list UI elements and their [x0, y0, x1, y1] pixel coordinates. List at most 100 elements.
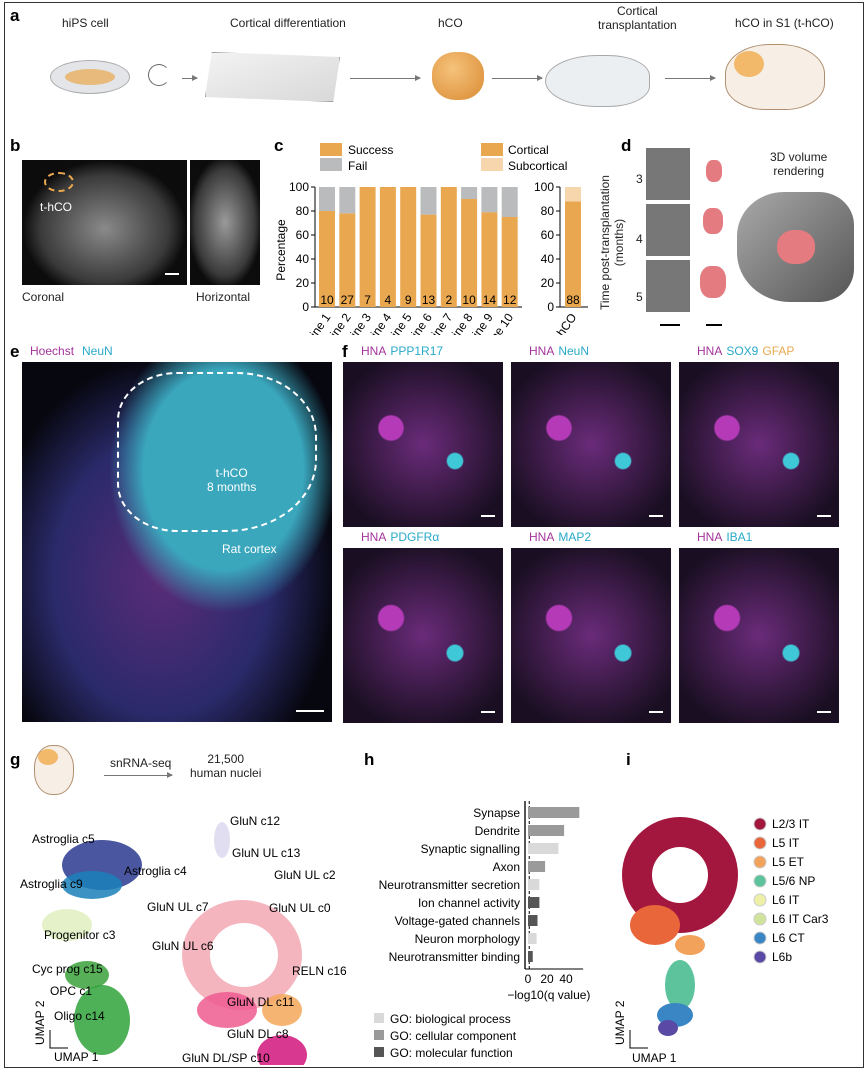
bar-fail [501, 187, 518, 217]
culture-dish-icon [50, 60, 130, 94]
umap-cluster [42, 909, 92, 941]
n-label: 12 [503, 293, 517, 307]
scale-bar [660, 324, 680, 326]
bar-success [481, 212, 498, 307]
mri-coronal-image: t-hCO [22, 160, 187, 285]
cluster-label: GluN UL c13 [232, 846, 301, 860]
n-label: 10 [320, 293, 334, 307]
bar [528, 915, 538, 926]
legend-dot [753, 912, 767, 926]
scale-bar [817, 515, 831, 517]
n-label: 88 [566, 293, 580, 307]
legend-swatch [374, 1030, 384, 1040]
scale-bar [817, 711, 831, 713]
legend-label: GO: cellular component [390, 1029, 517, 1043]
n-label: 7 [364, 293, 371, 307]
stain-hoechst: Hoechst [30, 344, 75, 358]
legend-label: Cortical [508, 143, 549, 157]
bar [528, 861, 546, 872]
bar-success [400, 187, 417, 307]
bar-fail [319, 187, 335, 211]
microscopy-image [679, 362, 839, 527]
bar-fail [339, 187, 356, 214]
legend-dot [753, 817, 767, 831]
legend-label: L5 ET [772, 855, 805, 869]
legend-dot [753, 836, 767, 850]
arrow [665, 75, 716, 81]
cluster-label: Progenitor c3 [44, 928, 116, 942]
panel-label-d: d [621, 136, 632, 155]
legend-dot [753, 874, 767, 888]
y-tick-label: 20 [296, 276, 310, 290]
stain-c: GFAP [762, 344, 795, 358]
bar-fail [461, 187, 478, 199]
step-hips: hiPS cell [62, 16, 109, 30]
umap-hole [652, 847, 708, 903]
nuclei-count: 21,500 human nuclei [190, 752, 262, 780]
bar-fail [420, 187, 437, 215]
month-5: 5 [636, 290, 643, 304]
y-tick-label: 0 [302, 300, 309, 314]
bar [528, 825, 565, 836]
microscopy-image [343, 362, 503, 527]
category-label: Dendrite [475, 824, 521, 838]
stain-b: MAP2 [558, 530, 592, 544]
legend-dot [753, 950, 767, 964]
category-label: Synapse [473, 806, 520, 820]
n-label: 14 [483, 293, 497, 307]
thco-label: t-hCO [40, 200, 73, 214]
umap-cluster [630, 905, 680, 945]
category-label: Neuron morphology [415, 932, 520, 946]
legend-dot [753, 931, 767, 945]
3d-volume-render [737, 192, 854, 302]
n-label: 4 [385, 293, 392, 307]
umap-cluster [262, 994, 302, 1026]
scale-bar [165, 273, 179, 275]
brain-section-icon [34, 745, 74, 795]
microscopy-image [511, 548, 671, 723]
panel-label-c: c [274, 136, 284, 155]
rat-icon [545, 55, 650, 107]
scale-bar [649, 515, 663, 517]
category-label: Synaptic signalling [421, 842, 520, 856]
legend-label: GO: molecular function [390, 1046, 513, 1060]
thco-label: t-hCO 8 months [207, 466, 257, 494]
scale-bar [481, 711, 495, 713]
x-tick-label: 40 [559, 972, 573, 986]
y-tick-label: 80 [296, 204, 310, 218]
legend-swatch [481, 158, 503, 171]
scale-bar [296, 710, 324, 712]
stain-b: NeuN [558, 344, 590, 358]
transplant-success-chart: SuccessFailCorticalSubcorticalPercentage… [274, 143, 588, 335]
legend-label: GO: biological process [390, 1012, 511, 1026]
graft-render [700, 266, 726, 298]
panel-label-g: g [10, 750, 21, 769]
n-label: 9 [405, 293, 412, 307]
x-tick-label: 0 [525, 972, 532, 986]
umap-hole [210, 923, 278, 987]
n-label: 2 [445, 293, 452, 307]
cluster-label: GluN c12 [230, 814, 280, 828]
legend-label: L5 IT [772, 836, 800, 850]
organoid-icon [432, 52, 484, 100]
microscopy-image [679, 548, 839, 723]
microscopy-image [343, 548, 503, 723]
y-tick-label: 40 [541, 252, 555, 266]
mri-horizontal-image [190, 160, 260, 285]
cluster-label: GluN UL c7 [147, 900, 209, 914]
bar-fail [481, 187, 498, 213]
umap-cluster [257, 1035, 307, 1065]
bar-success [420, 214, 437, 307]
rotation-icon [148, 64, 170, 86]
bar-success [461, 199, 478, 307]
arrow [104, 772, 173, 778]
legend-label: L6 CT [772, 931, 805, 945]
cluster-label: GluN DL/SP c10 [182, 1051, 270, 1065]
d-ylabel: Time post-transplantation (months) [598, 175, 626, 310]
stain-a: HNA [697, 344, 723, 358]
